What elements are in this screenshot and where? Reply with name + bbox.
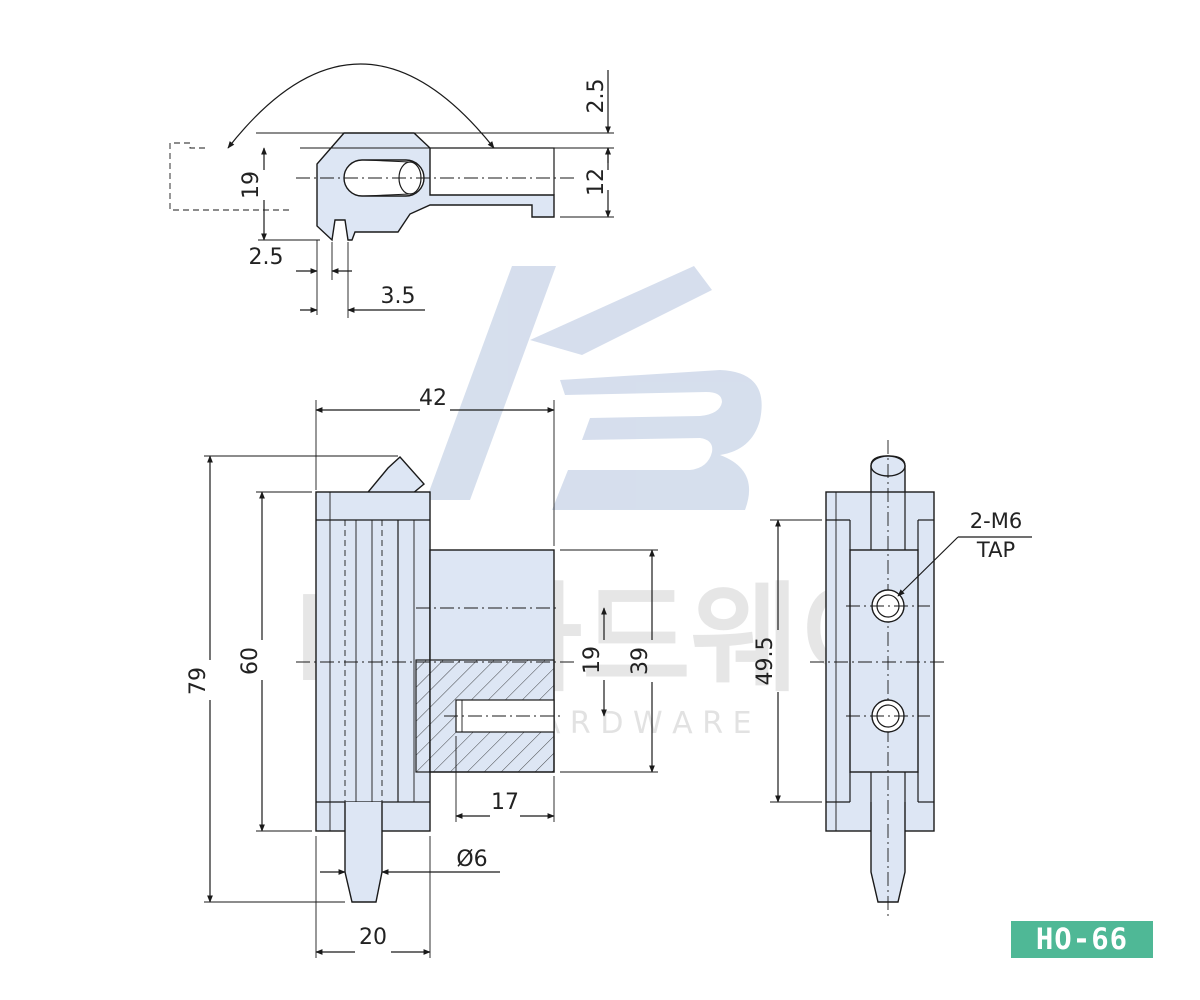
pin-bottom xyxy=(344,802,383,903)
dim-19-top: 19 xyxy=(239,171,264,199)
dim-79: 79 xyxy=(186,667,211,695)
tap-hole-upper xyxy=(846,589,930,623)
dim-2-5-horizontal: 2.5 xyxy=(249,245,284,270)
dim-12: 12 xyxy=(584,168,609,196)
dim-39: 39 xyxy=(628,647,653,675)
dim-49-5: 49.5 xyxy=(753,637,778,686)
side-leaf-plate xyxy=(849,549,919,773)
callout-leader xyxy=(897,536,959,597)
rotation-arc xyxy=(227,63,495,149)
dim-42: 42 xyxy=(419,386,447,411)
callout-2-m6: 2-M6 xyxy=(970,509,1022,533)
dim-17: 17 xyxy=(491,790,519,815)
dim-phi6: Ø6 xyxy=(456,847,487,872)
kb-logo-mark xyxy=(426,266,762,510)
side-view: 49.5 2-M6 TAP xyxy=(753,440,1032,920)
knuckle-block xyxy=(315,491,431,832)
dim-60: 60 xyxy=(238,647,263,675)
dim-2-5-top: 2.5 xyxy=(584,79,609,114)
model-badge: HO-66 xyxy=(1011,921,1153,958)
dim-19-front: 19 xyxy=(580,646,605,674)
dim-3-5: 3.5 xyxy=(381,284,416,309)
ghost-leaf-outline xyxy=(169,142,292,211)
dim-20: 20 xyxy=(359,925,387,950)
callout-tap: TAP xyxy=(976,538,1015,562)
front-view: 42 79 60 19 39 17 Ø6 20 xyxy=(186,386,658,958)
tap-hole-lower xyxy=(846,699,930,733)
top-view: 2.5 12 19 2.5 3.5 xyxy=(169,63,614,318)
